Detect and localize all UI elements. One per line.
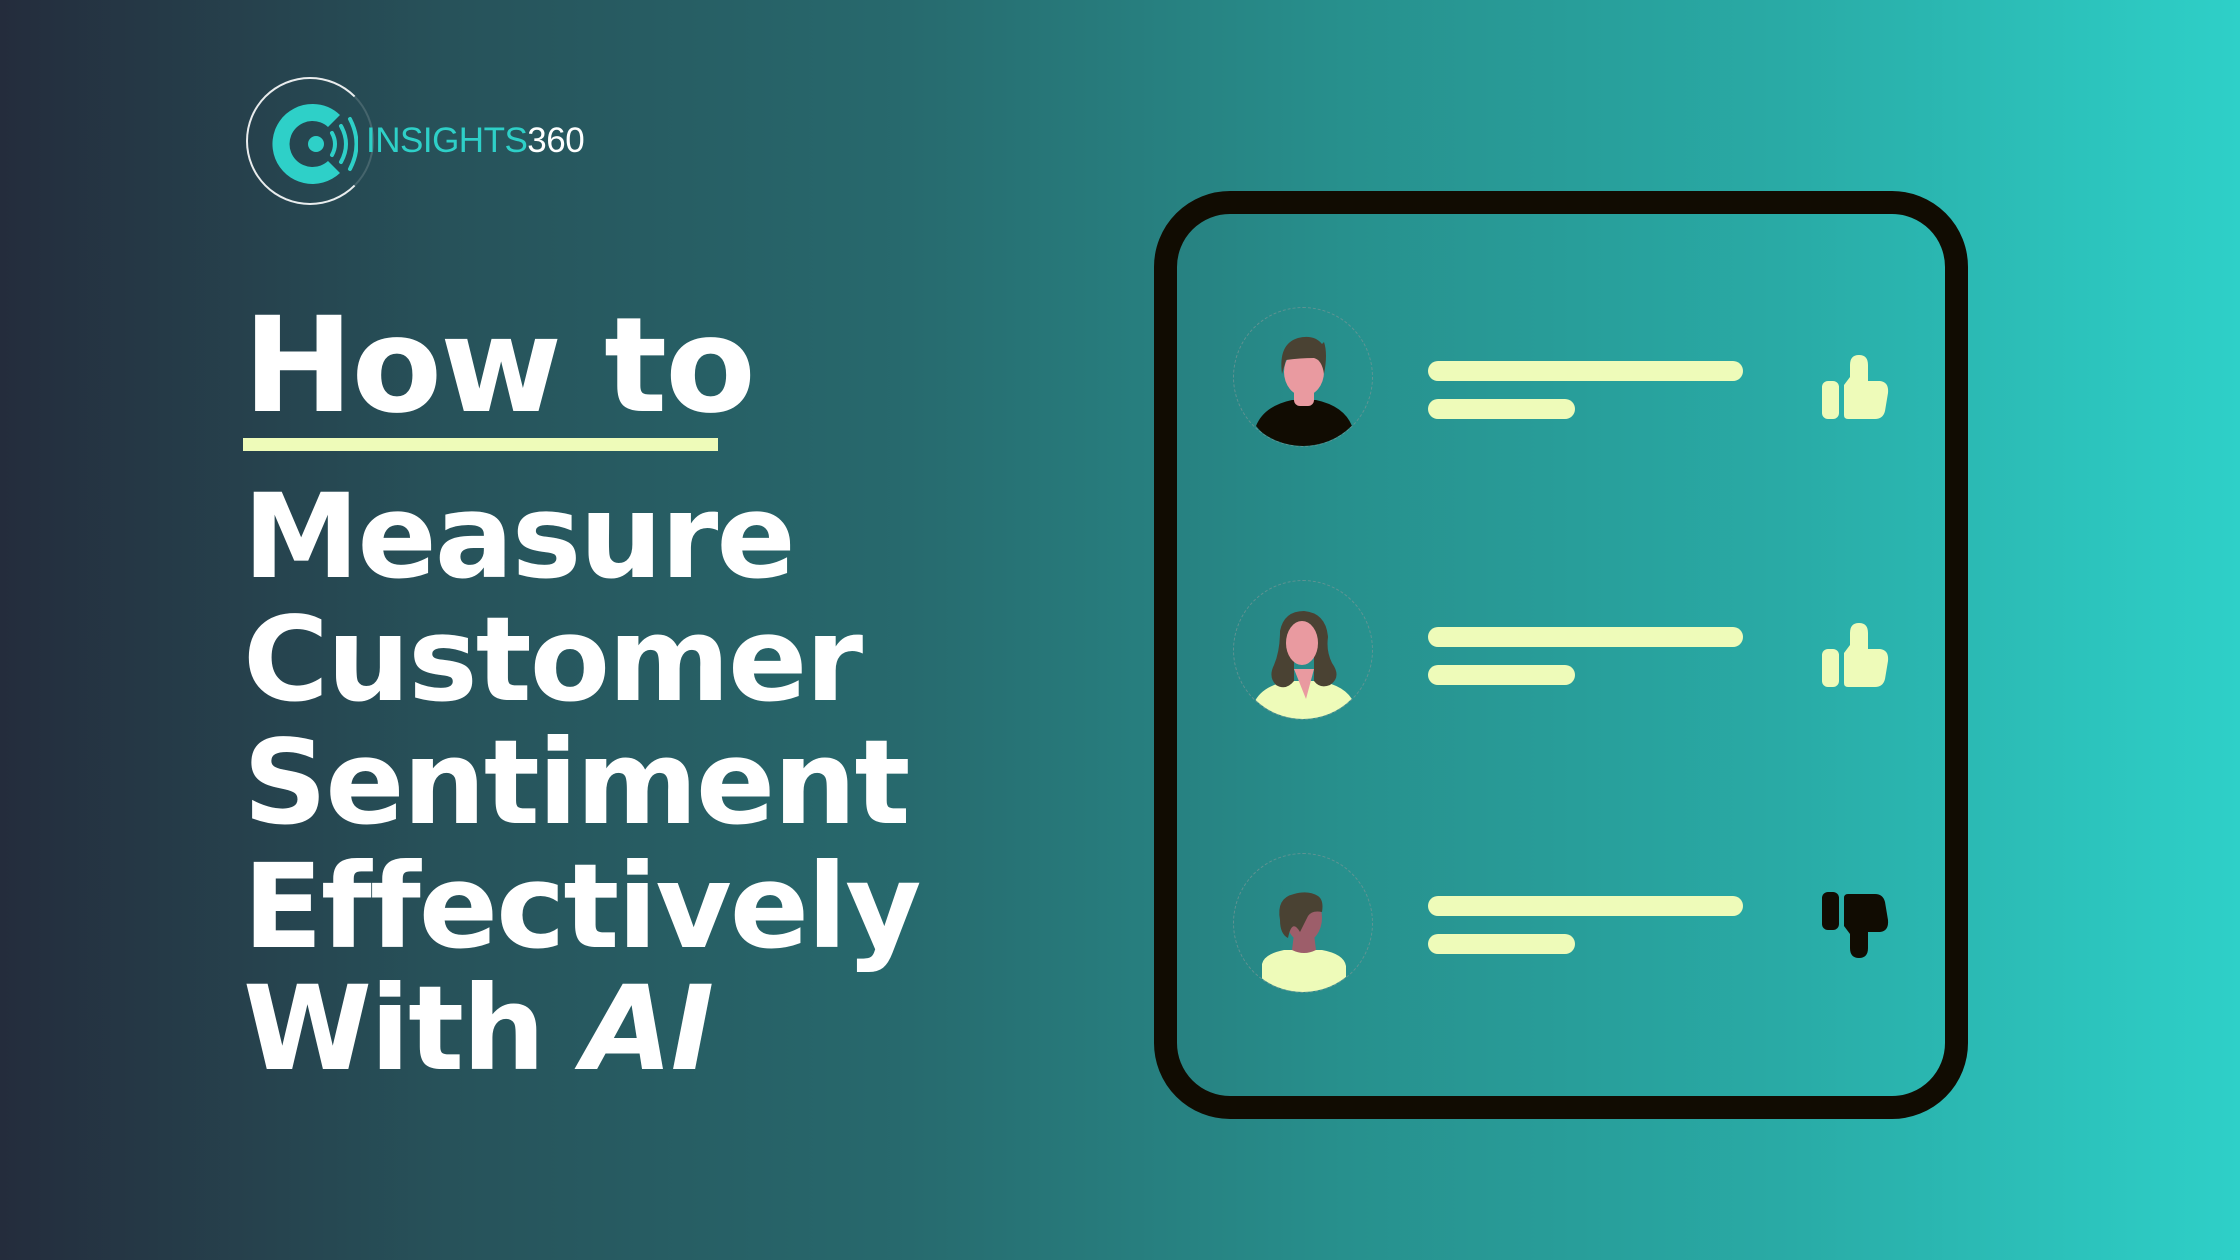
headline-how-to: How to <box>243 289 756 443</box>
review-text-line-short <box>1428 665 1575 685</box>
brand-name-insights: INSIGHTS <box>366 121 528 160</box>
brand-logo: INSIGHTS360 <box>246 77 586 211</box>
headline-line-5: With AI <box>243 967 714 1090</box>
review-text-line-short <box>1428 399 1575 419</box>
brand-name: INSIGHTS360 <box>366 121 585 161</box>
phone-frame <box>1154 191 1968 1119</box>
headline-line-3: Sentiment <box>243 714 910 851</box>
headline-line-1: Measure <box>243 468 796 605</box>
man-avatar-2 <box>1233 853 1373 993</box>
thumbs-up-icon <box>1822 623 1889 687</box>
review-text-line <box>1428 896 1743 916</box>
headline-underline <box>243 438 718 451</box>
logo-signal-icon <box>272 103 358 184</box>
logo-ring <box>246 77 374 205</box>
review-text-line <box>1428 361 1743 381</box>
review-text-line <box>1428 627 1743 647</box>
thumbs-down-icon <box>1822 892 1889 958</box>
review-text-line-short <box>1428 934 1575 954</box>
headline-line-4: Effectively <box>243 838 921 975</box>
headline-line-2: Customer <box>243 591 863 728</box>
headline-with: With <box>243 960 583 1097</box>
woman-avatar <box>1233 580 1373 720</box>
brand-name-360: 360 <box>527 121 585 160</box>
headline-ai: AI <box>582 960 714 1097</box>
man-avatar <box>1233 307 1373 447</box>
thumbs-up-icon <box>1822 355 1889 419</box>
